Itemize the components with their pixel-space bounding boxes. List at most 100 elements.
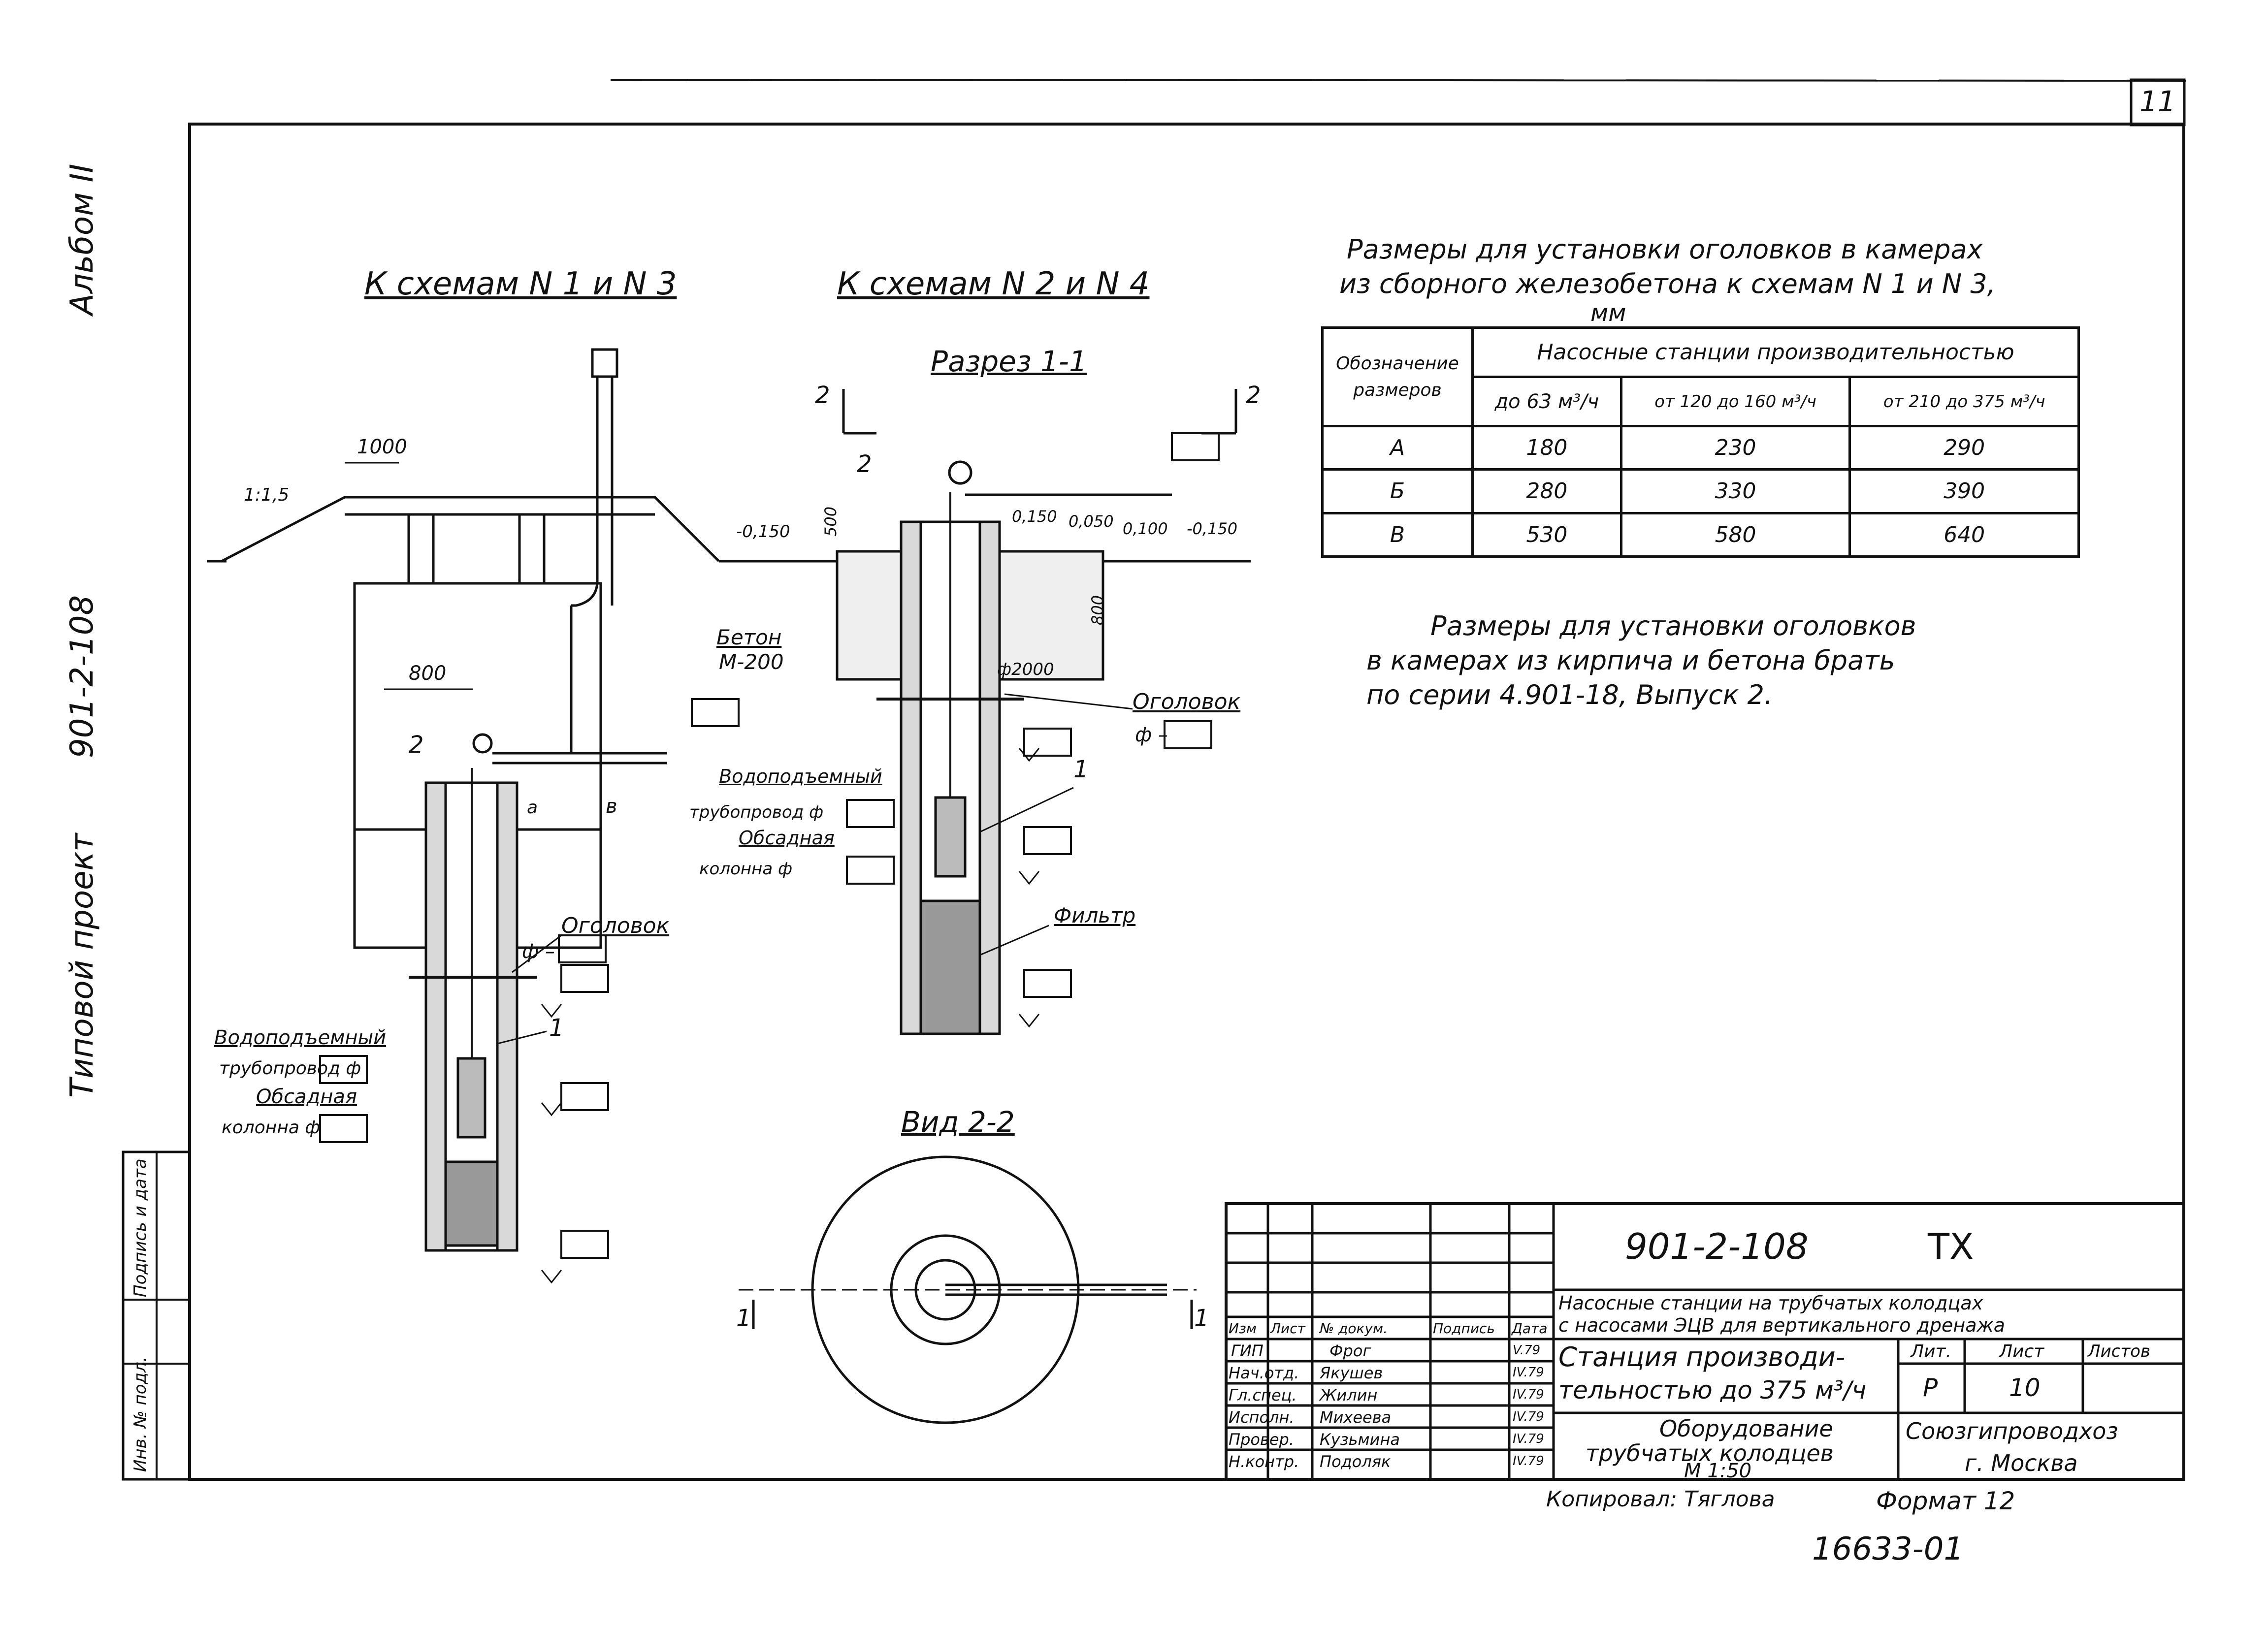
empty-box-phi-section [1164, 720, 1212, 749]
left-casing-1: Обсадная [256, 1085, 357, 1108]
table-header-3: от 210 до 375 м³/ч [1848, 376, 2080, 427]
tb-equipment-1: Оборудование [1659, 1415, 1833, 1442]
vent-elbow [571, 580, 599, 607]
format-label: Формат 12 [1876, 1487, 2015, 1515]
section-head-phi: ф – [1135, 724, 1168, 746]
table-row-label: В [1321, 511, 1474, 558]
table-group-header: Насосные станции производительностью [1471, 326, 2080, 378]
table-row-label: Б [1321, 468, 1474, 514]
table-cell: 180 [1471, 424, 1622, 471]
tb-station-2: тельностью до 375 м³/ч [1558, 1376, 1867, 1405]
section-riser-2: трубопровод ф [689, 802, 824, 822]
project-code-side: 901-2-108 [64, 595, 100, 758]
dimensions-table: Обозначение размеров Насосные станции пр… [1321, 326, 2080, 558]
note-line-2: в камерах из кирпича и бетона брать [1366, 645, 1895, 676]
view22-cut-right: 1 [1194, 1305, 1209, 1332]
pump-left [456, 1057, 486, 1139]
concrete-label-2: М-200 [719, 650, 784, 674]
empty-box-3 [560, 1082, 609, 1111]
tb-col-izm: Изм [1229, 1320, 1257, 1337]
empty-box-8 [1023, 969, 1072, 998]
tb-name-3: Михеева [1320, 1408, 1392, 1427]
stamp-signature-date: Подпись и дата [130, 1158, 150, 1297]
filter-left [444, 1160, 499, 1247]
left-view-drawing [207, 348, 720, 1284]
tb-name-1: Якушев [1320, 1364, 1383, 1382]
head-valve-left [472, 733, 493, 754]
left-head-phi: ф – [522, 940, 555, 963]
project-type-side: Типовой проект [64, 833, 100, 1098]
section-cut-right: 2 [1246, 382, 1261, 409]
left-view-title: К схемам N 1 и N 3 [364, 266, 677, 302]
filter-section [919, 899, 981, 1035]
tb-role-0: ГИП [1231, 1341, 1264, 1360]
tb-equipment-2: трубчатых колодцев [1586, 1440, 1834, 1467]
leader-head-left [512, 934, 562, 973]
section-num-2: 2 [857, 450, 872, 478]
dim-800-label: 800 [409, 662, 447, 685]
level-marker-3 [541, 1270, 562, 1284]
table-header-1: до 63 м³/ч [1471, 376, 1622, 427]
sheet-number-box [2130, 78, 2186, 127]
left-num-2: 2 [409, 731, 424, 759]
pump-section [934, 796, 967, 878]
section-dim-800: 800 [1088, 595, 1107, 625]
section-title: Разрез 1-1 [931, 345, 1087, 378]
table-cell: 330 [1620, 468, 1851, 514]
dim-b-label: в [606, 795, 617, 818]
title-block-frame [1225, 1202, 2185, 1481]
top-edge-line [610, 79, 2187, 82]
dim-a-label: а [527, 798, 538, 818]
tb-date-4: IV.79 [1513, 1432, 1544, 1446]
left-head-label: Оголовок [561, 913, 670, 938]
level-4-label: -0,150 [1187, 519, 1238, 538]
note-line-3: по серии 4.901-18, Выпуск 2. [1366, 679, 1773, 710]
table-header-2: от 120 до 160 м³/ч [1620, 376, 1851, 427]
tb-date-3: IV.79 [1513, 1409, 1544, 1424]
table-cell: 390 [1848, 468, 2080, 514]
section-drawing [719, 389, 1251, 1035]
tb-date-1: IV.79 [1513, 1365, 1544, 1380]
section-riser-1: Водоподъемный [719, 766, 882, 787]
tb-name-0: Фрог [1329, 1341, 1371, 1360]
tb-col-sign: Подпись [1433, 1320, 1495, 1337]
tb-sheets-label: Листов [2088, 1341, 2151, 1361]
section-casing-2: колонна ф [699, 859, 793, 879]
slope-label: 1:1,5 [244, 485, 290, 505]
view22-drawing [739, 1155, 1197, 1424]
tb-col-list: Лист [1270, 1320, 1305, 1337]
sheet-number: 11 [2139, 85, 2176, 118]
tb-sheet-label: Лист [1999, 1341, 2044, 1362]
tb-code-suffix: ТХ [1928, 1226, 1974, 1267]
table-cell: 290 [1848, 424, 2080, 471]
copied-by: Копировал: Тяглова [1546, 1487, 1775, 1512]
tb-role-4: Провер. [1229, 1430, 1294, 1449]
note-line-1: Размеры для установки оголовков [1430, 610, 1916, 641]
dim-1000-label: 1000 [357, 436, 407, 458]
empty-box-7 [1023, 826, 1072, 855]
bottom-code: 16633-01 [1812, 1531, 1964, 1567]
table-row-label: А [1321, 424, 1474, 471]
chamber-neck-inner [432, 513, 521, 585]
title-block-outer [1225, 1202, 2185, 1481]
tb-name-5: Подоляк [1320, 1452, 1391, 1471]
section-dim-2000: ф2000 [997, 660, 1054, 679]
leader-head-section [1004, 693, 1133, 710]
vent-cap [591, 348, 618, 378]
table-cell: 530 [1471, 511, 1622, 558]
tb-org: Союзгипроводхоз [1906, 1418, 2118, 1444]
tb-date-0: V.79 [1513, 1343, 1541, 1358]
section-dim-500: 500 [821, 506, 840, 537]
level-1-label: 0,150 [1012, 507, 1057, 526]
level-marker-s2 [1018, 871, 1040, 885]
empty-box-5 [1171, 432, 1220, 461]
section-valve [948, 460, 972, 485]
left-casing-2: колонна ф [222, 1117, 321, 1138]
leader-1-left [497, 1030, 547, 1045]
tb-col-doc: № докум. [1320, 1320, 1388, 1337]
tb-station-1: Станция производи- [1558, 1341, 1846, 1373]
table-col0-line2: размеров [1353, 380, 1442, 400]
chamber-neck [407, 513, 546, 585]
section-subtitle: К схемам N 2 и N 4 [837, 266, 1150, 302]
